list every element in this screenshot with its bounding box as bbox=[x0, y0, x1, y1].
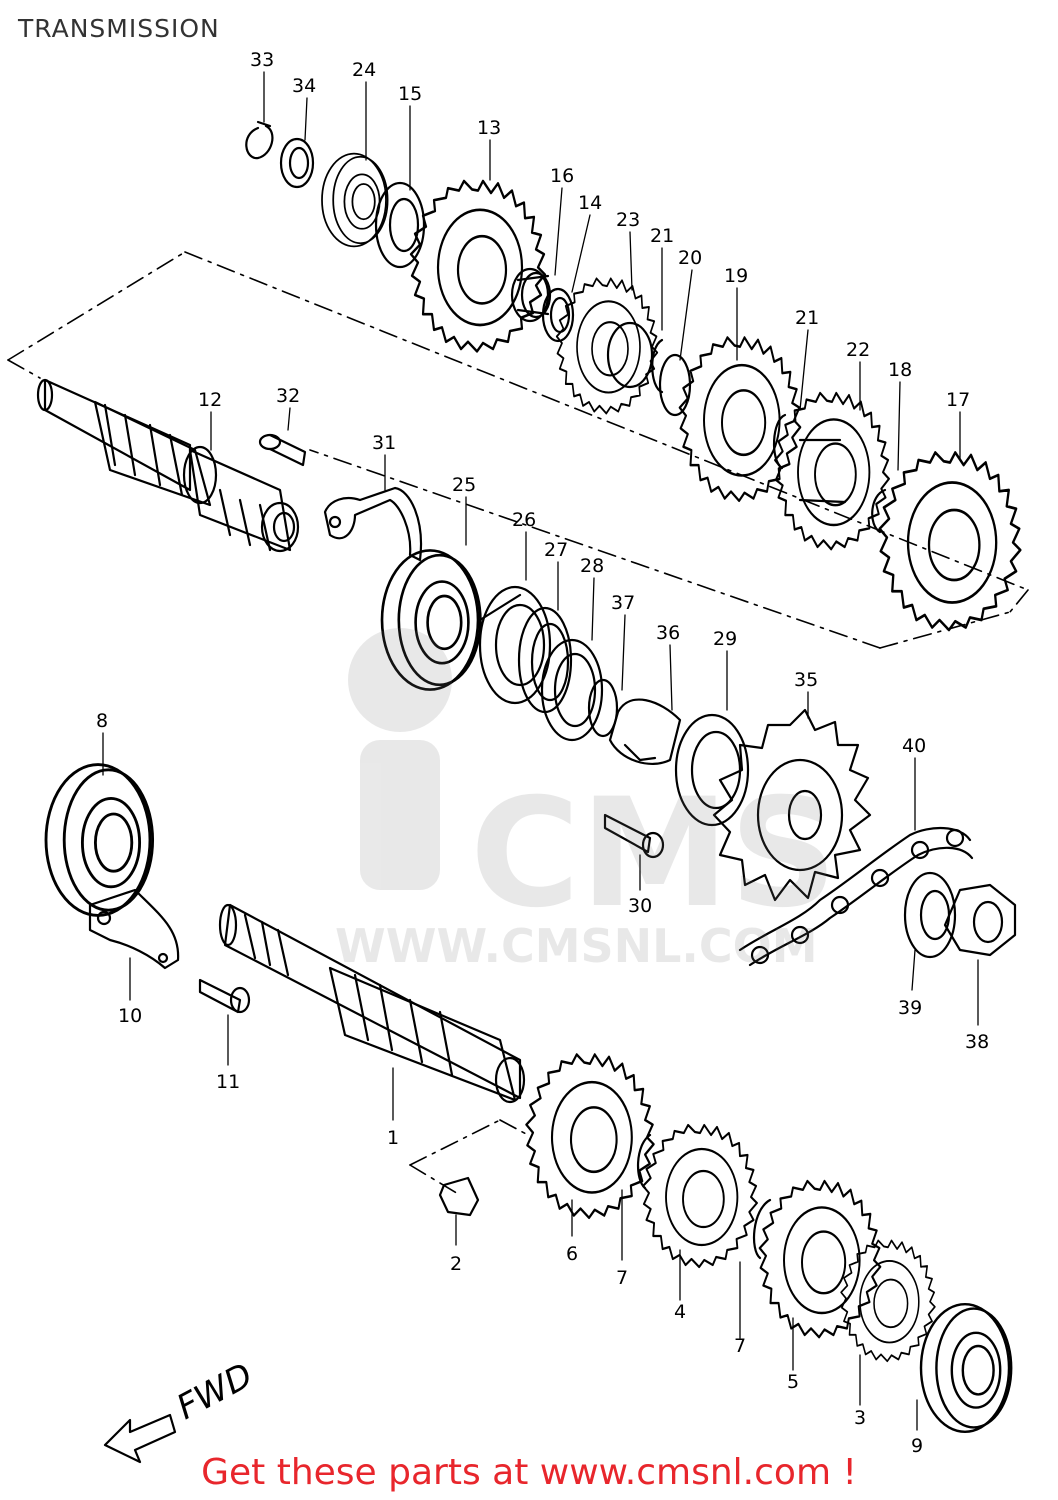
callout-label: 30 bbox=[628, 895, 652, 917]
part-9-bearing bbox=[919, 1302, 1013, 1434]
part-33-circlip bbox=[245, 120, 274, 160]
part-4-gear bbox=[641, 1123, 759, 1269]
part-22-gear bbox=[773, 391, 891, 551]
callout-label: 37 bbox=[611, 592, 635, 614]
callout-label: 21 bbox=[795, 307, 819, 329]
part-19-gear bbox=[678, 336, 802, 503]
fwd-label: FWD bbox=[170, 1355, 259, 1428]
part-18-circlip bbox=[871, 488, 887, 534]
part-34-washer bbox=[279, 137, 315, 189]
callout-label: 35 bbox=[794, 669, 818, 691]
part-23-gear bbox=[555, 277, 659, 415]
callout-label: 22 bbox=[846, 339, 870, 361]
watermark-logo: CMS bbox=[470, 767, 837, 941]
countershaft-group-outline bbox=[7, 251, 1029, 649]
callout-label: 17 bbox=[946, 389, 970, 411]
part-2-bushing bbox=[438, 1176, 480, 1217]
callout-label: 23 bbox=[616, 209, 640, 231]
part-7-circlip-b bbox=[753, 1198, 772, 1260]
part-5-gear bbox=[758, 1179, 882, 1339]
callout-label: 27 bbox=[544, 539, 568, 561]
callout-label: 26 bbox=[512, 509, 536, 531]
callout-label: 33 bbox=[250, 49, 274, 71]
callout-leaders bbox=[102, 71, 979, 1431]
part-38-nut bbox=[943, 883, 1017, 957]
part-26-collar bbox=[478, 585, 552, 705]
callout-label: 21 bbox=[650, 225, 674, 247]
callout-label: 28 bbox=[580, 555, 604, 577]
callout-label: 2 bbox=[450, 1253, 462, 1275]
part-24-bearing bbox=[321, 152, 389, 248]
callout-label: 4 bbox=[674, 1301, 686, 1323]
callout-label: 29 bbox=[713, 628, 737, 650]
callout-label: 40 bbox=[902, 735, 926, 757]
part-20-washer bbox=[658, 353, 692, 417]
part-32-screw bbox=[258, 433, 307, 467]
part-11-screw bbox=[198, 978, 251, 1014]
callout-label: 7 bbox=[734, 1335, 746, 1357]
part-12-countershaft bbox=[36, 378, 300, 553]
part-31-plate bbox=[323, 486, 423, 562]
callout-label: 19 bbox=[724, 265, 748, 287]
callout-label: 7 bbox=[616, 1267, 628, 1289]
footer-cta-text: Get these parts at www.cmsnl.com ! bbox=[201, 1452, 857, 1493]
part-6-gear bbox=[525, 1053, 655, 1220]
part-1-driveshaft bbox=[218, 903, 526, 1104]
callout-label: 32 bbox=[276, 385, 300, 407]
diagram-title: TRANSMISSION bbox=[18, 14, 220, 43]
callout-label: 38 bbox=[965, 1031, 989, 1053]
callout-label: 9 bbox=[911, 1435, 923, 1457]
part-21-circlip-a bbox=[651, 338, 664, 394]
callout-label: 1 bbox=[387, 1127, 399, 1149]
part-17-gear bbox=[878, 451, 1022, 632]
callout-numbers: 33 34 24 15 13 16 14 23 21 20 19 21 22 1… bbox=[96, 49, 989, 1457]
part-35-sprocket bbox=[712, 708, 872, 902]
callout-label: 14 bbox=[578, 192, 602, 214]
callout-label: 11 bbox=[216, 1071, 240, 1093]
callout-label: 18 bbox=[888, 359, 912, 381]
callout-label: 24 bbox=[352, 59, 376, 81]
callout-label: 25 bbox=[452, 474, 476, 496]
callout-label: 39 bbox=[898, 997, 922, 1019]
callout-label: 31 bbox=[372, 432, 396, 454]
part-7-circlip-a bbox=[636, 1133, 652, 1190]
part-10-stopper-plate bbox=[88, 888, 180, 970]
callout-label: 12 bbox=[198, 389, 222, 411]
callout-label: 13 bbox=[477, 117, 501, 139]
part-13-gear bbox=[409, 179, 547, 353]
part-28-oil-seal bbox=[540, 638, 604, 742]
callout-label: 34 bbox=[292, 75, 316, 97]
part-30-bolt bbox=[603, 813, 665, 859]
callout-label: 5 bbox=[787, 1371, 799, 1393]
callout-label: 3 bbox=[854, 1407, 866, 1429]
callout-label: 16 bbox=[550, 165, 574, 187]
part-3-gear bbox=[840, 1239, 936, 1363]
watermark-url: WWW.CMSNL.COM bbox=[335, 919, 818, 973]
callout-label: 10 bbox=[118, 1005, 142, 1027]
part-37-o-ring bbox=[587, 678, 619, 738]
part-36-spacer bbox=[608, 698, 682, 765]
part-39-lock-washer bbox=[903, 871, 957, 959]
cms-watermark: CMS WWW.CMSNL.COM bbox=[335, 628, 837, 973]
callout-label: 8 bbox=[96, 710, 108, 732]
callout-label: 20 bbox=[678, 247, 702, 269]
callout-label: 36 bbox=[656, 622, 680, 644]
callout-label: 6 bbox=[566, 1243, 578, 1265]
part-15-washer bbox=[374, 181, 426, 269]
part-40-drive-chain bbox=[738, 826, 974, 967]
fwd-arrow-icon bbox=[103, 1413, 177, 1464]
callout-label: 15 bbox=[398, 83, 422, 105]
